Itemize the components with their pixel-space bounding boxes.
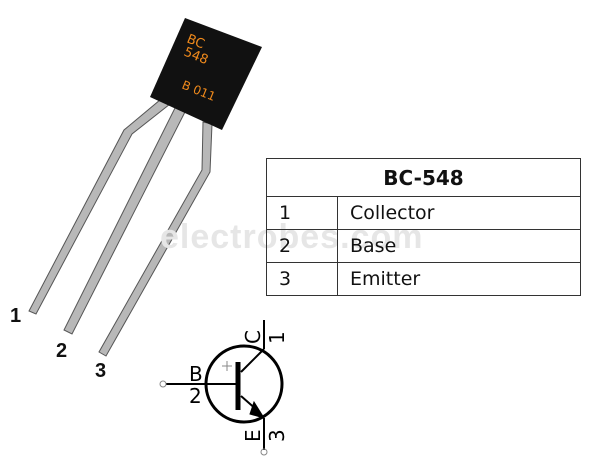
table-row: 1 Collector — [266, 196, 581, 230]
marking-bc: BC — [185, 32, 207, 53]
pin-name: Collector — [337, 196, 581, 230]
npn-symbol — [159, 320, 284, 456]
lead-1 — [28, 99, 171, 315]
emitter-letter: E — [241, 429, 265, 442]
pin-name: Emitter — [337, 262, 581, 296]
collector-letter: C — [241, 330, 265, 344]
emitter-pin: 3 — [265, 429, 289, 442]
table-row: 3 Emitter — [266, 262, 581, 296]
pin-number: 2 — [266, 229, 338, 263]
base-letter: B — [189, 362, 203, 386]
pin-number: 1 — [266, 196, 338, 230]
table-row: 2 Base — [266, 229, 581, 263]
pinout-table: BC-548 1 Collector 2 Base 3 Emitter — [266, 158, 581, 296]
transistor-body: BC 548 B 011 — [150, 18, 262, 130]
pin-label-2: 2 — [56, 340, 68, 362]
base-pin: 2 — [189, 384, 202, 408]
table-title: BC-548 — [266, 158, 581, 197]
pin-label-3: 3 — [95, 360, 107, 382]
collector-pin: 1 — [265, 331, 289, 344]
pin-name: Base — [337, 229, 581, 263]
pin-label-1: 1 — [10, 305, 22, 327]
pin-number: 3 — [266, 262, 338, 296]
